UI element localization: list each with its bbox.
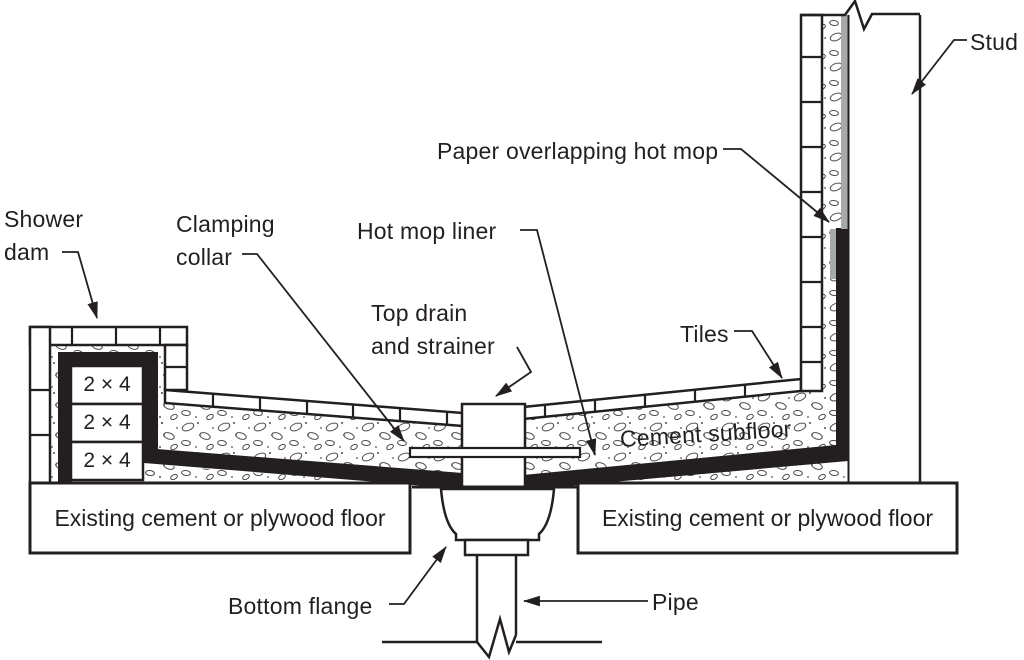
wall-tile <box>799 13 824 393</box>
paper-overlap-leader <box>723 148 830 223</box>
hot-mop-liner-shape <box>58 228 848 490</box>
leader-lines <box>62 39 967 607</box>
label-paper-overlapping: Paper overlapping hot mop <box>437 138 719 164</box>
flange-collar <box>463 538 530 557</box>
drain-assembly <box>382 402 602 660</box>
dam-liner-top-leg <box>58 352 158 366</box>
label-top-drain-strainer: Top drain and strainer <box>371 300 495 360</box>
bottom-flange-bell <box>439 487 556 542</box>
clamping-collar-bar <box>408 446 582 459</box>
dam-side-tile <box>28 325 52 485</box>
dam-cap-tile <box>28 325 189 347</box>
lumber-box <box>69 402 145 444</box>
label-lumber-3: 2 × 4 <box>83 449 131 472</box>
tiles-leader <box>734 330 783 379</box>
paper-overlap-tail <box>830 229 836 279</box>
bottom-flange-leader <box>389 546 447 605</box>
lumber-stack <box>69 364 145 482</box>
label-stud: Stud <box>970 29 1019 55</box>
lumber-box <box>69 440 145 482</box>
tile-layer <box>28 13 824 485</box>
pipe-break-symbol <box>476 614 518 660</box>
dam-liner-right-leg <box>144 352 158 451</box>
label-existing-floor-left: Existing cement or plywood floor <box>54 504 386 531</box>
label-bottom-flange: Bottom flange <box>228 593 373 619</box>
clamping-collar-leader <box>242 253 405 442</box>
hot-mop-liner-leader <box>520 229 597 457</box>
paper-strip <box>841 15 849 229</box>
paper-layer <box>830 15 849 279</box>
label-pipe: Pipe <box>652 589 699 615</box>
label-clamping-collar: Clamping collar <box>176 211 275 271</box>
label-lumber-2: 2 × 4 <box>83 411 131 434</box>
stud-leader <box>911 39 967 95</box>
label-existing-floor-right: Existing cement or plywood floor <box>601 504 934 531</box>
floor-box-right <box>576 481 959 555</box>
label-lumber-1: 2 × 4 <box>83 373 131 396</box>
shower-dam-leader <box>62 251 98 320</box>
label-shower-dam: Shower dam <box>4 206 84 266</box>
existing-floor <box>28 481 959 555</box>
label-hot-mop-liner: Hot mop liner <box>357 218 497 244</box>
wall-break-symbol <box>801 0 920 33</box>
label-tiles: Tiles <box>680 321 729 347</box>
floor-box-left <box>28 481 412 555</box>
top-drain-body <box>460 402 527 491</box>
top-drain-leader <box>495 346 533 397</box>
subfloor-right <box>523 389 836 477</box>
dam-liner-left-leg <box>58 352 72 483</box>
subfloor-left <box>144 403 463 477</box>
floor-liner-left <box>144 448 463 489</box>
tile-joints <box>30 55 822 437</box>
floor-liner-right <box>523 445 848 490</box>
wall-liner <box>836 228 848 460</box>
pipe-shape <box>382 555 602 660</box>
